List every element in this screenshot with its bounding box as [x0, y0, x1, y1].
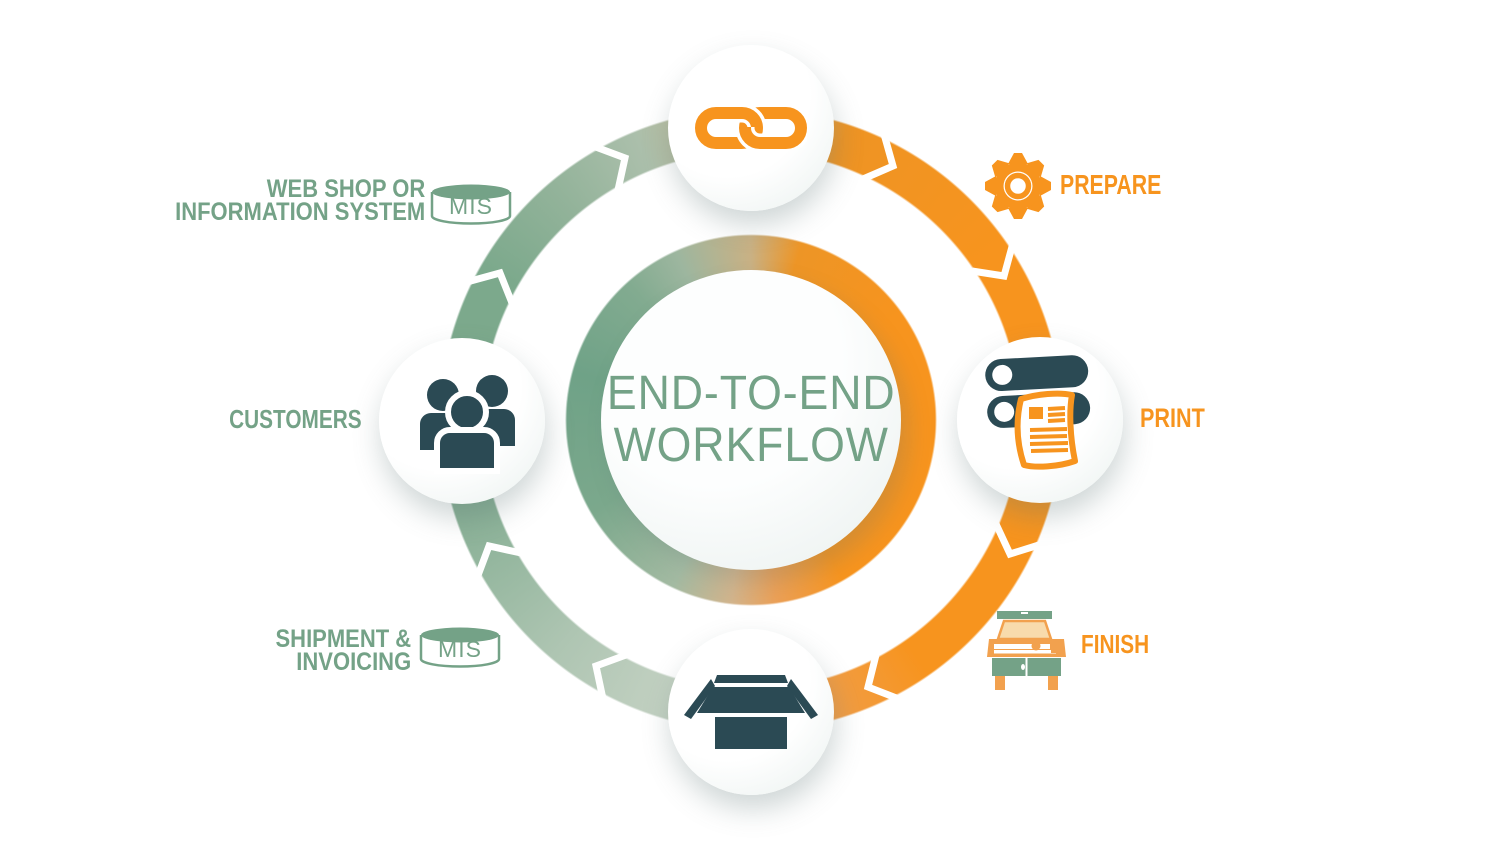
label-finish: FINISH [1081, 629, 1150, 659]
label-web-shop: WEB SHOP OR INFORMATION SYSTEM [174, 175, 425, 226]
label-web-shop-line1: WEB SHOP OR [266, 175, 425, 203]
flow-arrow [591, 651, 628, 700]
label-shipment-line2: INVOICING [296, 648, 411, 676]
printed-sheet [1014, 390, 1078, 470]
label-shipment: SHIPMENT & INVOICING [275, 625, 411, 676]
center-circle: END-TO-END WORKFLOW [601, 270, 901, 570]
database-cylinder-icon: MIS [430, 184, 512, 225]
center-title: END-TO-END WORKFLOW [607, 368, 896, 472]
mis-badge-webshop: MIS [449, 193, 493, 219]
flow-arrow [971, 242, 1017, 280]
node-web-link [668, 45, 834, 211]
node-print [957, 337, 1123, 503]
center-title-line2: WORKFLOW [613, 419, 889, 472]
flow-arrow [591, 142, 630, 191]
flow-arrow [863, 654, 901, 703]
chain-link-icon [695, 106, 807, 150]
node-customers [379, 338, 545, 504]
label-prepare: PREPARE [1060, 169, 1162, 200]
database-cylinder-icon: MIS [419, 627, 501, 668]
label-web-shop-line2: INFORMATION SYSTEM [174, 198, 425, 226]
finishing-machine-icon [987, 611, 1066, 690]
flow-arrow [466, 268, 516, 305]
node-shipment-box [668, 629, 834, 795]
label-shipment-line1: SHIPMENT & [275, 625, 411, 653]
person-front [434, 390, 500, 474]
print-rollers-icon [985, 355, 1091, 470]
customers-icon [420, 375, 515, 474]
gear-icon [985, 153, 1051, 219]
open-box-icon [684, 675, 818, 749]
center-title-line1: END-TO-END [606, 367, 896, 420]
mis-badge-shipment: MIS [438, 636, 482, 662]
flow-arrow [473, 541, 522, 580]
flow-arrow [992, 522, 1044, 559]
flow-arrow [861, 133, 898, 183]
label-print: PRINT [1140, 403, 1205, 433]
label-customers: CUSTOMERS [229, 404, 362, 434]
